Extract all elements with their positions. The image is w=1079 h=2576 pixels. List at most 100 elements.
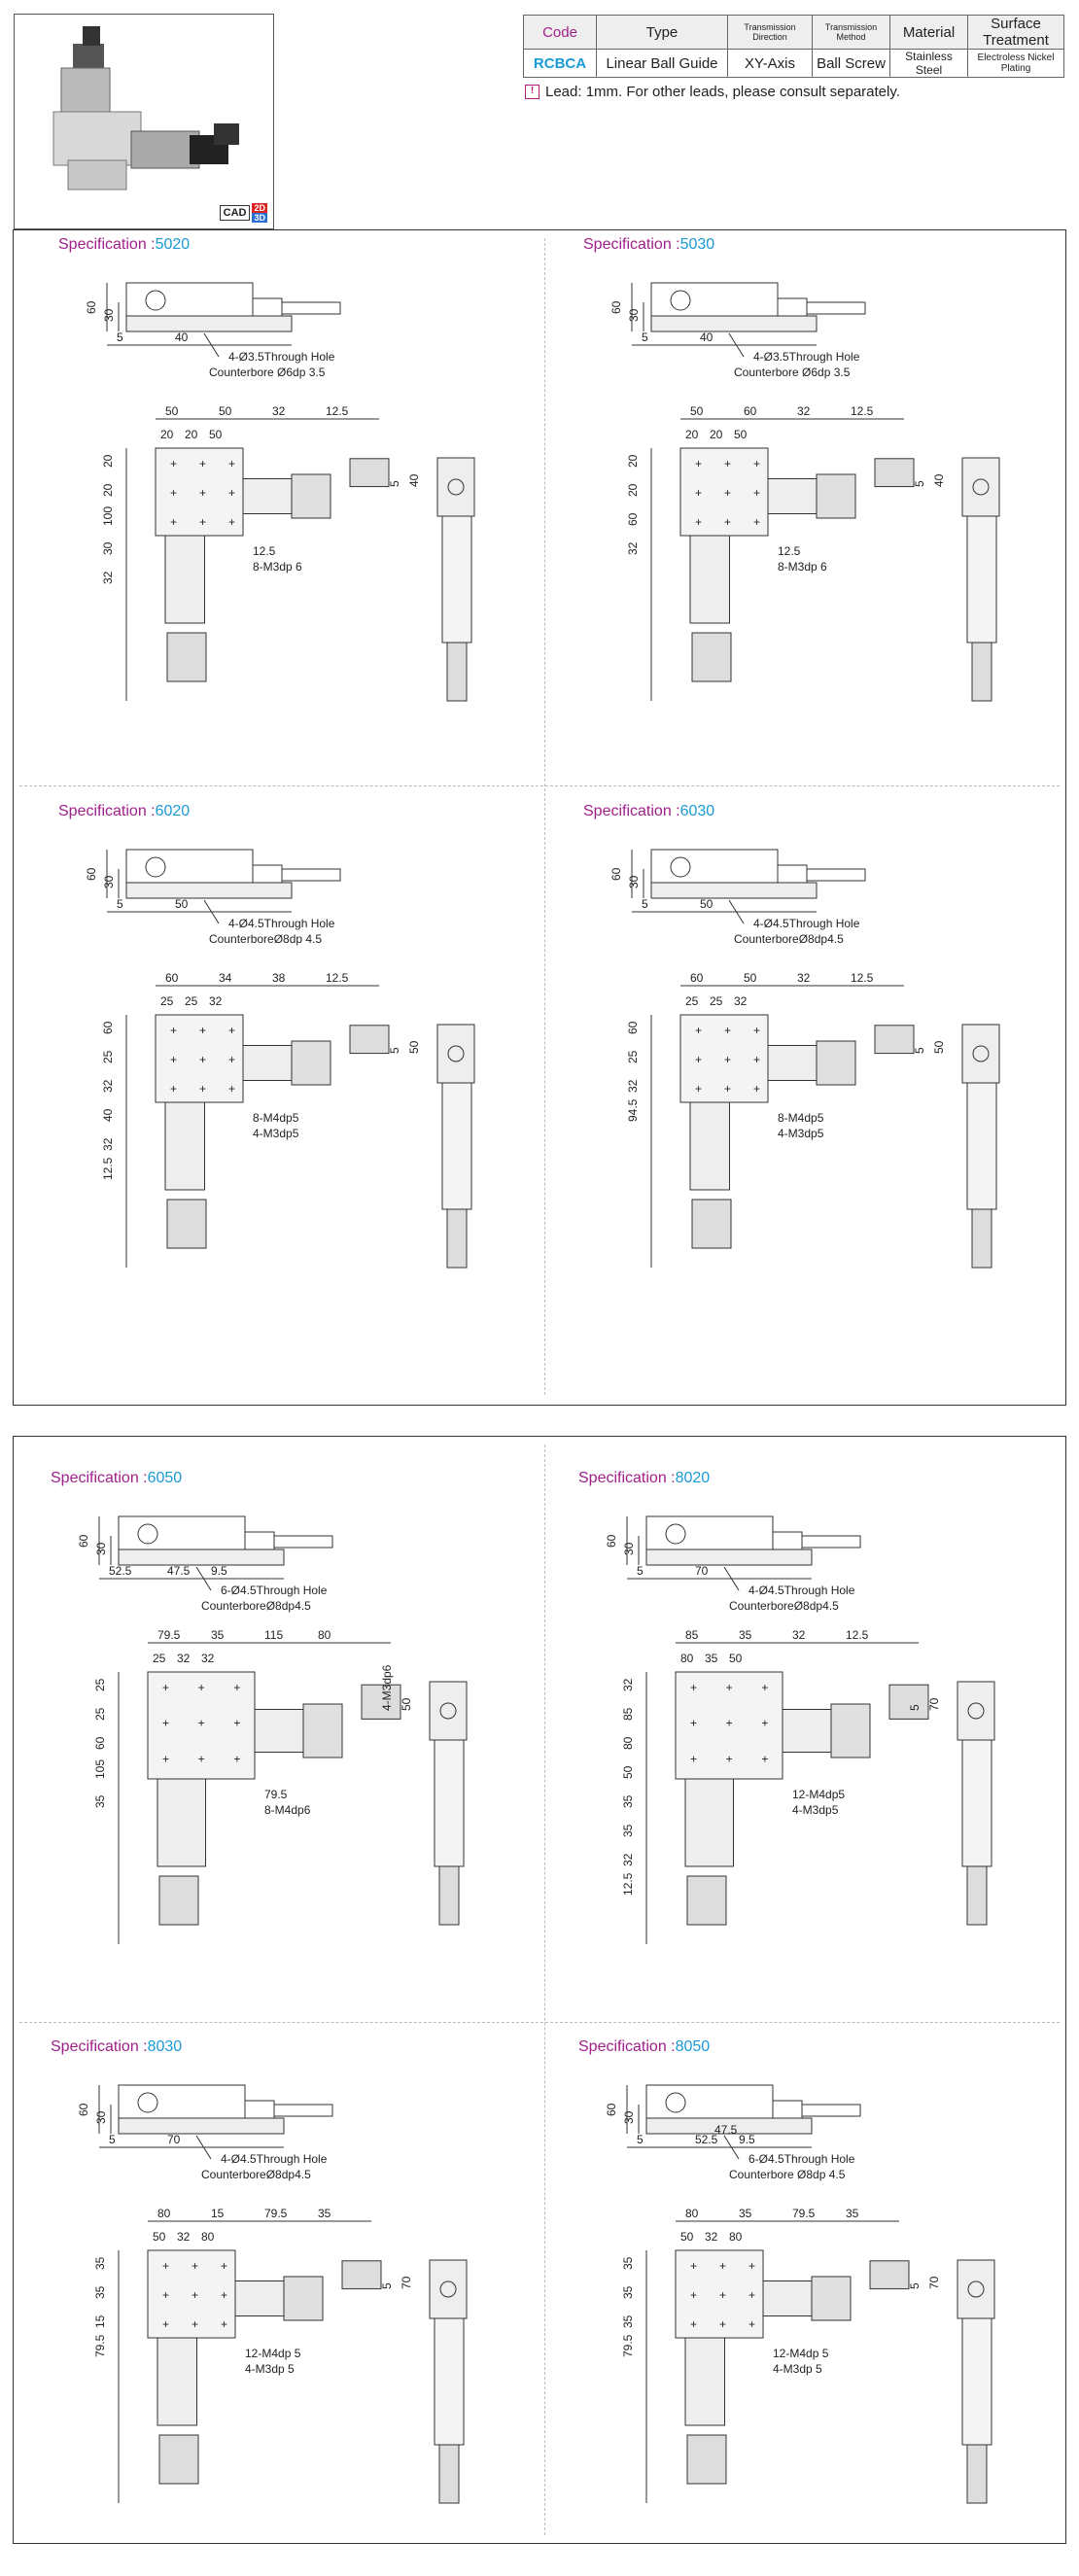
top-dim: 50 xyxy=(690,404,704,418)
svg-text:+: + xyxy=(233,1717,240,1730)
spec-label-prefix: Specification : xyxy=(578,1470,676,1486)
top-dim: 12.5 xyxy=(101,1157,115,1180)
svg-text:+: + xyxy=(198,1681,205,1694)
side-dim: 30 xyxy=(94,1542,108,1555)
top-dim: 4-M3dp 5 xyxy=(245,2362,295,2376)
top-dim: 12-M4dp 5 xyxy=(773,2347,829,2360)
svg-text:+: + xyxy=(695,1082,702,1096)
side-dim: 52.5 xyxy=(695,2133,718,2146)
top-dim: 12.5 xyxy=(851,971,874,985)
cad-badge[interactable]: CAD 2D 3D xyxy=(219,203,267,223)
side-dim: 30 xyxy=(94,2110,108,2124)
side-dim: 5 xyxy=(117,897,123,911)
svg-text:+: + xyxy=(191,2288,198,2302)
top-dim: 32 xyxy=(621,1678,635,1691)
end-view xyxy=(961,457,1000,702)
top-dim: 12.5 xyxy=(846,1628,869,1642)
top-dim: 35 xyxy=(739,2207,752,2220)
counterbore-callout: Counterbore Ø8dp 4.5 xyxy=(729,2168,846,2181)
spec-code: 6050 xyxy=(147,1470,183,1486)
counterbore-callout: CounterboreØ8dp4.5 xyxy=(734,932,844,946)
through-hole-callout: 4-Ø3.5Through Hole xyxy=(228,350,335,364)
end-view xyxy=(961,1024,1000,1269)
top-dim: 4-M3dp 5 xyxy=(773,2362,822,2376)
spec-label-8020: Specification :8020 xyxy=(578,1470,710,1487)
side-dim: 30 xyxy=(627,308,641,322)
svg-text:+: + xyxy=(162,1681,169,1694)
top-dim: 25 xyxy=(153,1652,166,1665)
counterbore-callout: CounterboreØ8dp4.5 xyxy=(729,1599,839,1613)
spec-code: 5020 xyxy=(155,236,191,253)
material-cell: Stainless Steel xyxy=(889,49,968,78)
cad-label: CAD xyxy=(219,205,251,221)
top-dim: 115 xyxy=(264,1628,283,1642)
top-dim: 80 xyxy=(729,2230,743,2244)
svg-text:+: + xyxy=(761,1681,768,1694)
svg-text:+: + xyxy=(726,1681,733,1694)
top-dim: 8-M4dp5 xyxy=(253,1111,299,1125)
spec-label-5020: Specification :5020 xyxy=(58,236,190,254)
svg-text:+: + xyxy=(753,1024,760,1037)
top-dim: 70 xyxy=(400,2276,413,2289)
top-dim: 32 xyxy=(177,2230,191,2244)
top-dim: 8-M4dp6 xyxy=(264,1803,311,1817)
top-dim: 12.5 xyxy=(326,404,349,418)
svg-text:+: + xyxy=(162,2288,169,2302)
header-type: Type xyxy=(596,15,728,50)
top-dim: 40 xyxy=(407,473,421,487)
svg-text:+: + xyxy=(228,1024,235,1037)
top-dim: 15 xyxy=(93,2315,107,2328)
product-image: CAD 2D 3D xyxy=(14,14,274,229)
top-dim: 35 xyxy=(621,1824,635,1837)
svg-text:+: + xyxy=(724,486,731,500)
svg-text:+: + xyxy=(228,486,235,500)
top-dim: 20 xyxy=(160,428,174,441)
side-view xyxy=(626,1515,861,1580)
svg-text:+: + xyxy=(726,1752,733,1765)
header-material: Material xyxy=(889,15,968,50)
side-dim: 60 xyxy=(85,867,98,881)
side-dim: 40 xyxy=(700,331,714,344)
code-cell[interactable]: RCBCA xyxy=(523,49,597,78)
side-dim: 60 xyxy=(609,867,623,881)
through-hole-callout: 4-Ø4.5Through Hole xyxy=(221,2152,328,2166)
counterbore-callout: Counterbore Ø6dp 3.5 xyxy=(209,366,326,379)
top-view: +++++++++ xyxy=(125,985,390,1268)
top-dim: 20 xyxy=(626,454,640,468)
spec-label-prefix: Specification : xyxy=(583,803,680,819)
side-dim: 40 xyxy=(175,331,189,344)
top-dim: 20 xyxy=(685,428,699,441)
svg-text:+: + xyxy=(162,2317,169,2331)
top-dim: 40 xyxy=(101,1108,115,1122)
svg-text:+: + xyxy=(724,1082,731,1096)
svg-text:+: + xyxy=(233,1681,240,1694)
top-dim: 32 xyxy=(177,1652,191,1665)
top-dim: 35 xyxy=(705,1652,718,1665)
svg-text:+: + xyxy=(199,457,206,470)
side-dim: 70 xyxy=(695,1564,709,1578)
svg-text:+: + xyxy=(170,1024,177,1037)
svg-text:+: + xyxy=(724,457,731,470)
top-dim: 60 xyxy=(744,404,757,418)
top-dim: 32 xyxy=(626,1079,640,1093)
svg-text:+: + xyxy=(724,515,731,529)
side-dim: 60 xyxy=(77,2103,90,2116)
top-dim: 105 xyxy=(93,1759,107,1779)
side-dim: 60 xyxy=(605,1534,618,1548)
top-dim: 60 xyxy=(626,512,640,526)
svg-text:+: + xyxy=(221,2317,227,2331)
top-dim: 5 xyxy=(388,1047,401,1054)
top-dim: 79.5 xyxy=(264,2207,288,2220)
side-dim: 70 xyxy=(167,2133,181,2146)
spec-label-6020: Specification :6020 xyxy=(58,803,190,820)
side-dim: 60 xyxy=(77,1534,90,1548)
top-dim: 12.5 xyxy=(778,544,801,558)
direction-cell: XY-Axis xyxy=(727,49,813,78)
top-dim: 35 xyxy=(318,2207,331,2220)
top-dim: 85 xyxy=(685,1628,699,1642)
